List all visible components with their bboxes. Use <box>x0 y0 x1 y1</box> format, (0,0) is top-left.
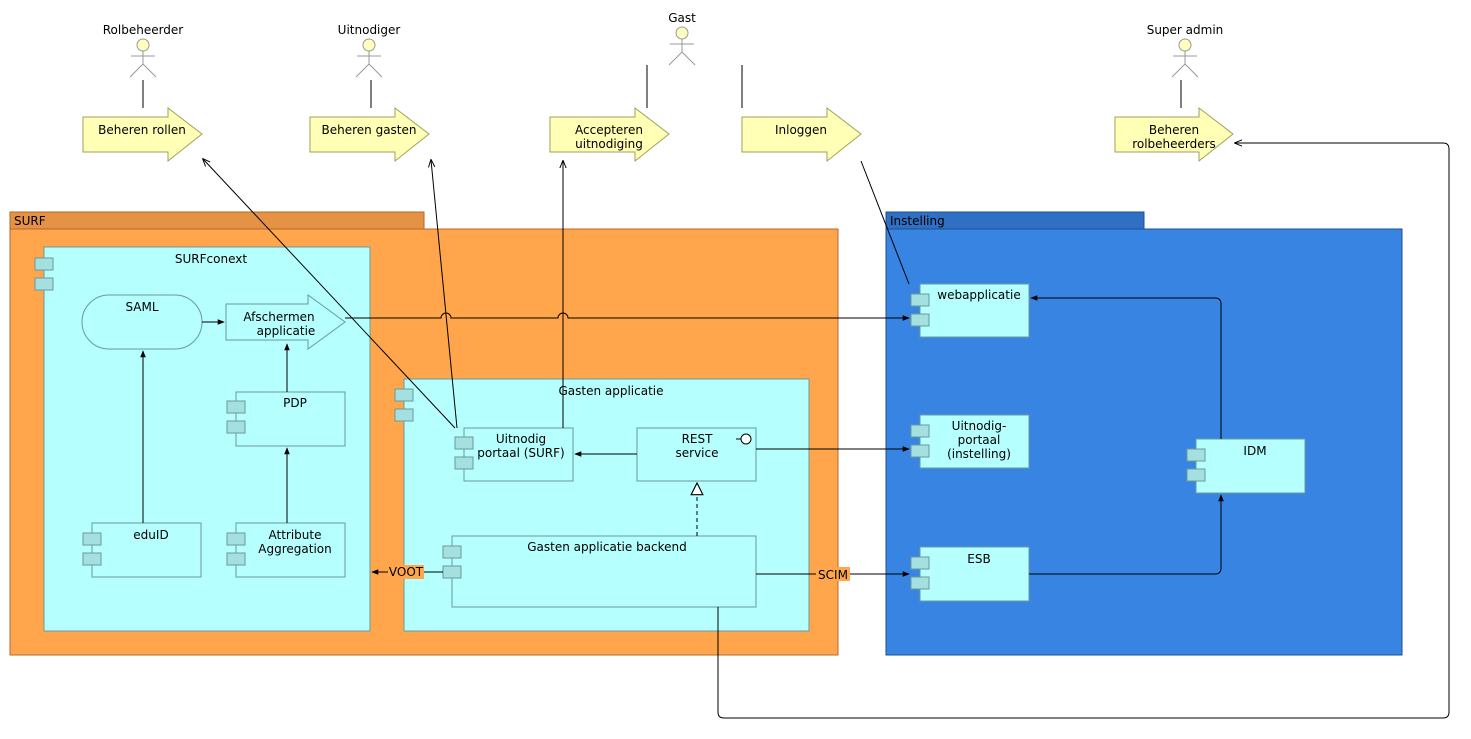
backend-to-beheren-rolbeheerders <box>717 143 1450 719</box>
voot-label: VOOT <box>389 565 424 579</box>
afschermen-to-webapplicatie <box>345 312 910 321</box>
portaal-surf-line1: Uitnodig <box>496 432 546 446</box>
actor-rolbeheerder-label: Rolbeheerder <box>103 23 184 37</box>
surf-group-label: SURF <box>14 214 46 228</box>
surfconext-title: SURFconext <box>175 252 247 266</box>
eduid-label: eduID <box>133 528 168 542</box>
eduid-component: eduID <box>82 522 202 578</box>
portaal-instelling-line1: Uitnodig- <box>952 419 1007 433</box>
attribute-aggregation-component: Attribute Aggregation <box>226 522 346 578</box>
scim-label-group: SCIM <box>816 567 850 582</box>
portaal-instelling-line3: (instelling) <box>947 447 1011 461</box>
interface-icon <box>740 433 752 445</box>
esb-to-idm <box>1029 494 1224 575</box>
stick-figure-icon <box>129 38 157 78</box>
connectors <box>140 143 1450 719</box>
esb-component: ESB <box>910 546 1030 602</box>
actor-gast: Gast <box>668 11 696 66</box>
actor-gast-label: Gast <box>668 11 696 25</box>
attribute-label-line2: Aggregation <box>258 542 331 556</box>
instelling-group-label: Instelling <box>890 214 945 228</box>
inloggen-label: Inloggen <box>775 123 827 137</box>
actor-links <box>142 65 1182 108</box>
portaal-surf-line2: portaal (SURF) <box>477 446 564 460</box>
function-beheren-rolbeheerders: Beheren rolbeheerders <box>1114 106 1234 163</box>
saml-service: SAML <box>81 294 203 350</box>
stick-figure-icon <box>355 38 383 78</box>
stick-figure-icon <box>1171 38 1199 78</box>
function-beheren-gasten: Beheren gasten <box>309 106 430 163</box>
attribute-label-line1: Attribute <box>269 528 322 542</box>
actor-super-admin-label: Super admin <box>1147 23 1224 37</box>
function-inloggen: Inloggen <box>741 106 862 163</box>
gasten-backend-component: Gasten applicatie backend <box>442 535 757 608</box>
portaal-to-beheren-rollen <box>203 159 456 429</box>
portaal-instelling-line2: portaal <box>958 433 1001 447</box>
actor-uitnodiger-label: Uitnodiger <box>338 23 401 37</box>
voot-label-group: VOOT <box>388 565 424 579</box>
rest-label-line1: REST <box>682 432 714 446</box>
afschermen-applicatie-function: Afschermen applicatie <box>225 294 346 350</box>
inloggen-to-webapplicatie <box>860 160 910 285</box>
accepteren-label-line1: Accepteren <box>575 123 643 137</box>
beheren-gasten-label: Beheren gasten <box>322 123 417 137</box>
backend-label: Gasten applicatie backend <box>527 540 687 554</box>
function-beheren-rollen: Beheren rollen <box>82 106 203 163</box>
rolbeheerders-label-line2: rolbeheerders <box>1132 137 1216 151</box>
stick-figure-icon <box>668 26 696 66</box>
idm-component: IDM <box>1186 438 1306 494</box>
webapplicatie-component: webapplicatie <box>910 283 1030 338</box>
idm-label: IDM <box>1243 444 1266 458</box>
rest-service-interface: REST service <box>636 427 757 482</box>
portaal-to-beheren-gasten <box>431 160 458 429</box>
saml-label: SAML <box>125 300 158 314</box>
actor-super-admin: Super admin <box>1147 23 1224 78</box>
accepteren-label-line2: uitnodiging <box>575 137 643 151</box>
uitnodig-portaal-instelling-component: Uitnodig- portaal (instelling) <box>910 414 1030 469</box>
pdp-label: PDP <box>283 396 307 410</box>
function-accepteren-uitnodiging: Accepteren uitnodiging <box>549 106 670 163</box>
scim-label: SCIM <box>818 568 848 582</box>
idm-to-webapplicatie <box>1030 295 1222 439</box>
esb-label: ESB <box>967 552 990 566</box>
webapplicatie-label: webapplicatie <box>937 288 1020 302</box>
gasten-applicatie-title: Gasten applicatie <box>558 384 663 398</box>
beheren-rollen-label: Beheren rollen <box>98 123 186 137</box>
actor-rolbeheerder: Rolbeheerder <box>103 23 184 78</box>
actor-uitnodiger: Uitnodiger <box>338 23 401 78</box>
afschermen-label-line2: applicatie <box>257 324 316 338</box>
pdp-component: PDP <box>226 391 346 447</box>
rest-label-line2: service <box>676 446 719 460</box>
afschermen-label-line1: Afschermen <box>243 310 314 324</box>
uitnodig-portaal-surf-component: Uitnodig portaal (SURF) <box>454 427 574 482</box>
rolbeheerders-label-line1: Beheren <box>1149 123 1199 137</box>
